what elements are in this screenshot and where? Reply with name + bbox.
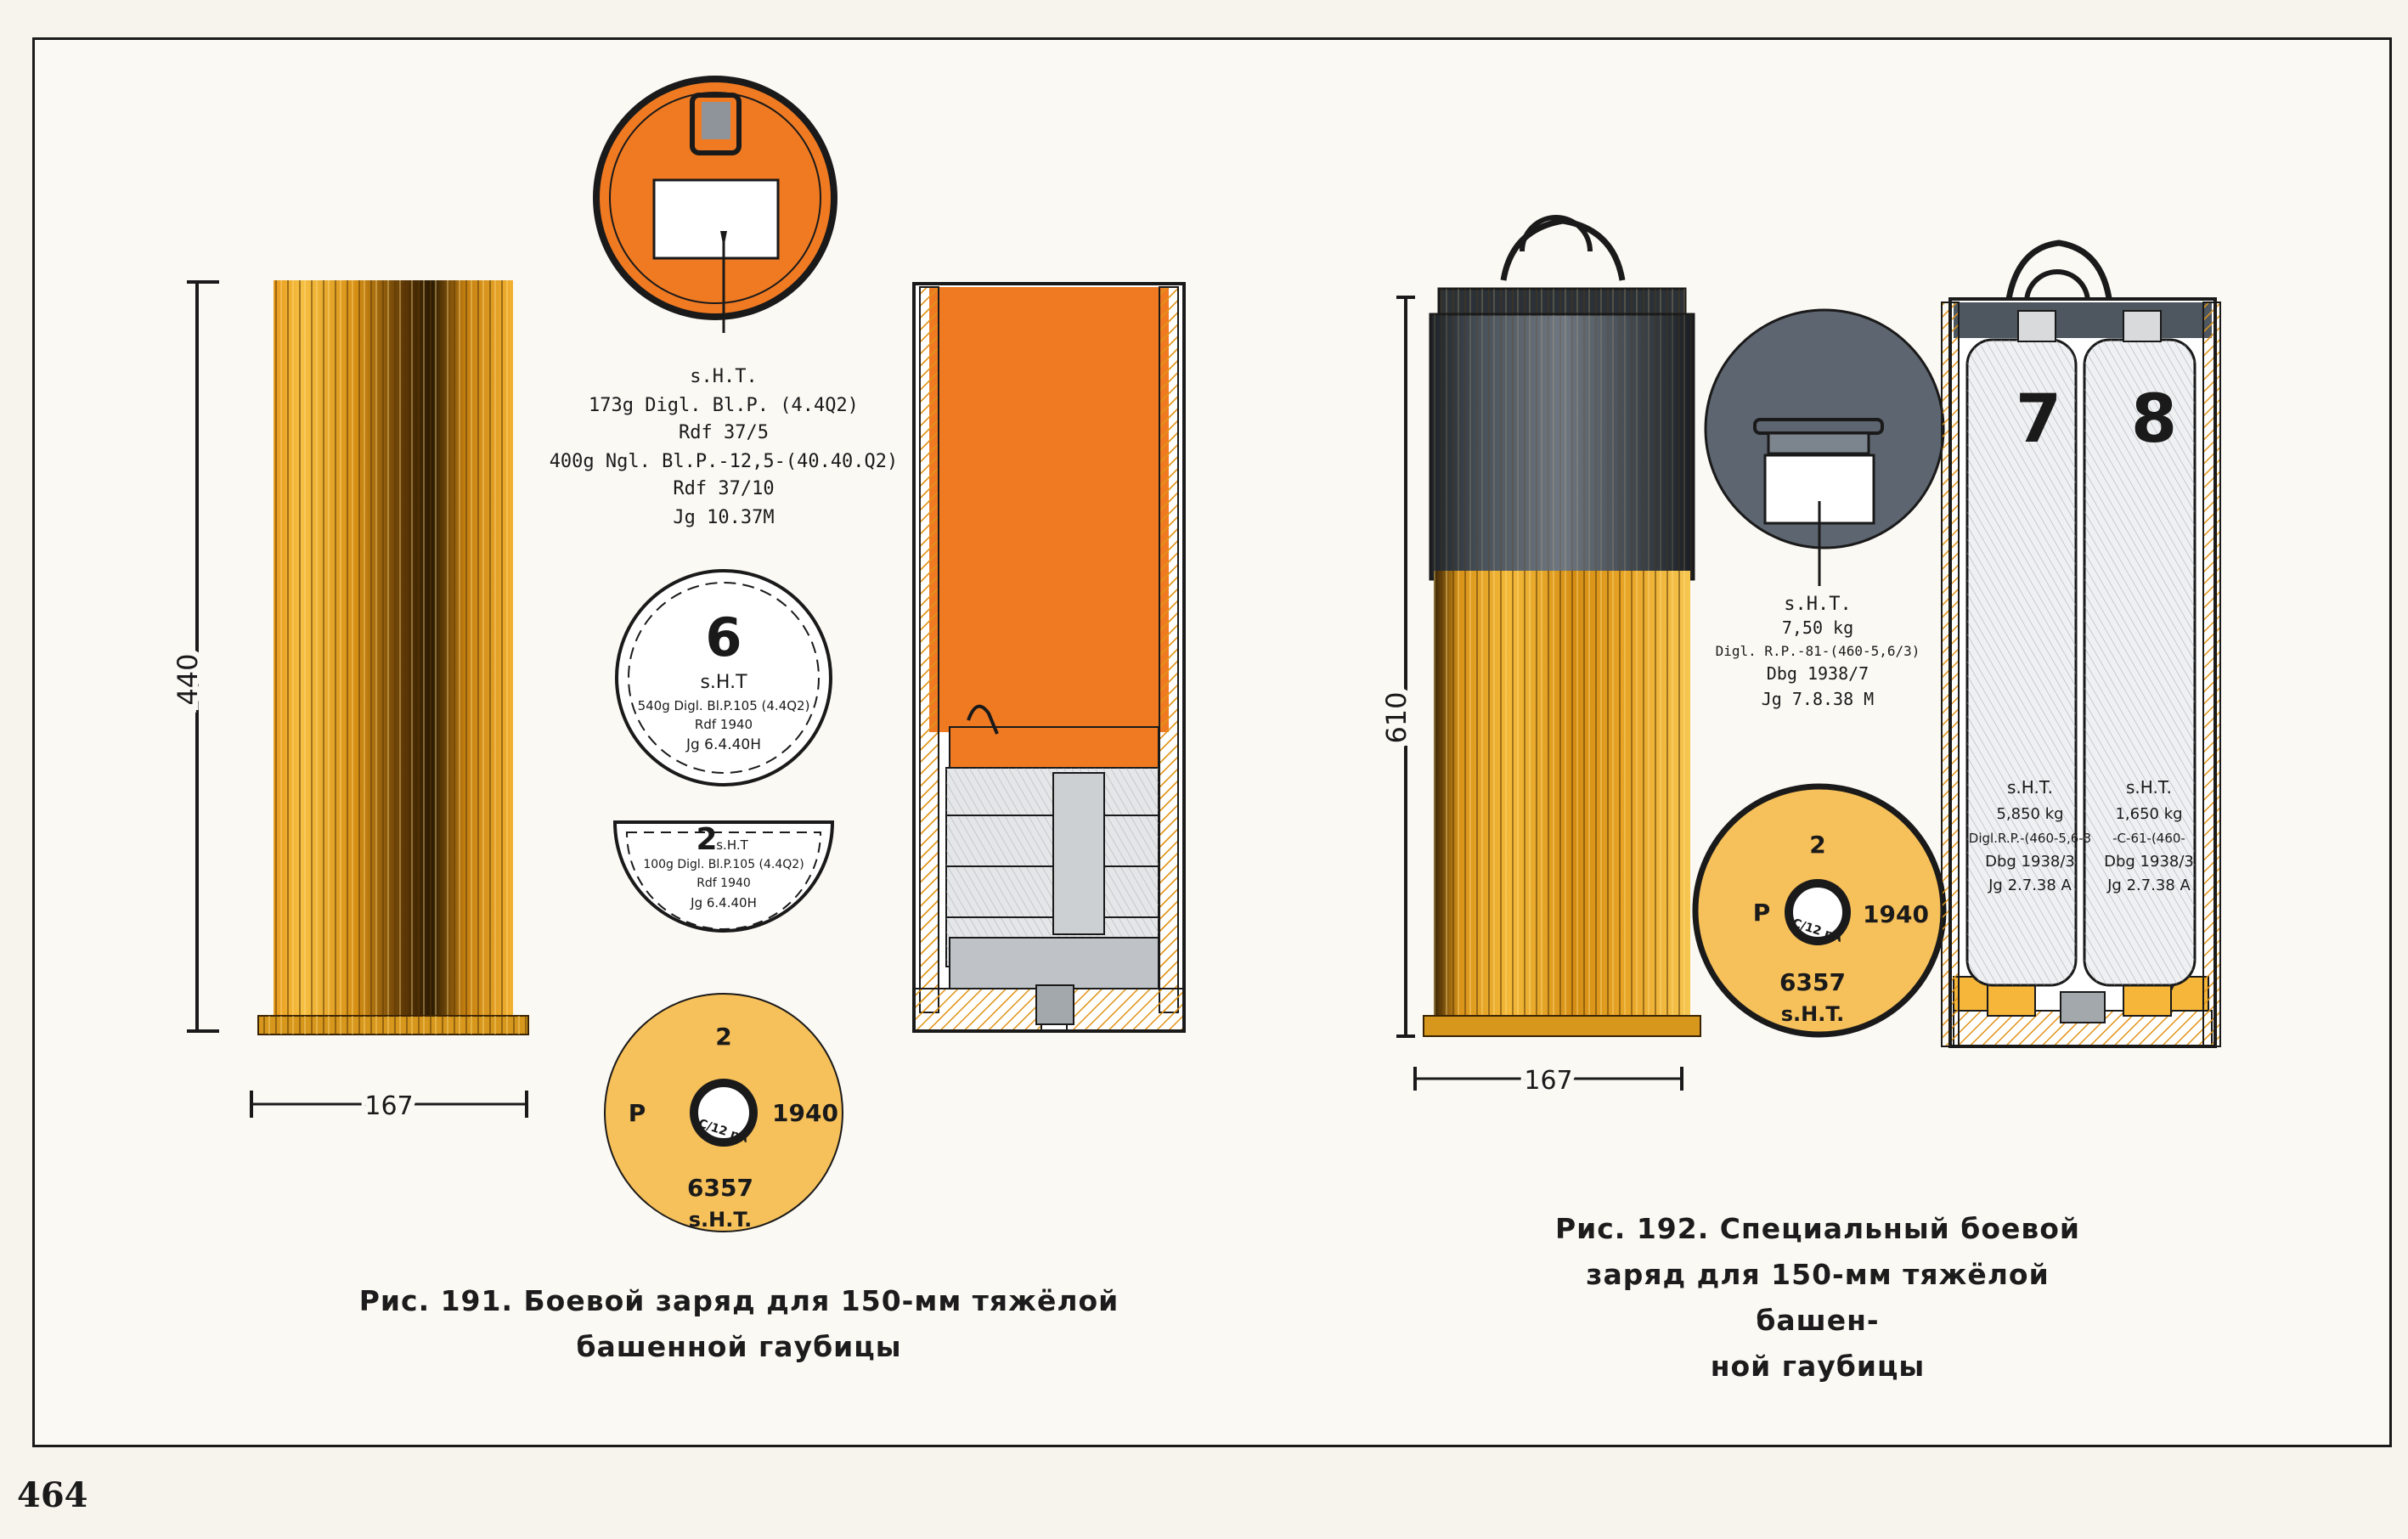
fig191-base-code: s.H.T. <box>689 1208 752 1232</box>
fig191-base-left: P <box>629 1099 646 1127</box>
fig191-halfdisc-line1: s.H.T <box>716 837 748 853</box>
fig191-caption: Рис. 191. Боевой заряд для 150-мм тяжёло… <box>357 1278 1121 1370</box>
fig191-label-line6: Jg 10.37M <box>673 507 774 528</box>
fig191-base-number: 6357 <box>687 1174 753 1202</box>
fig192-bag7-line4: Dbg 1938/3 <box>1985 853 2075 871</box>
fig191-disc6-line1: s.H.T <box>700 672 747 693</box>
fig191-disc6-number: 6 <box>705 606 742 668</box>
fig192-bag7-line5: Jg 2.7.38 A <box>1988 877 2072 894</box>
fig192-gray-lid <box>1704 308 1945 586</box>
fig191-height-dimension <box>187 280 219 1033</box>
fig191-label-line1: s.H.T. <box>690 366 757 387</box>
fig192-caption-line3: ной гаубицы <box>1710 1350 1926 1383</box>
fig192-lid-line5: Jg 7.8.38 M <box>1762 689 1874 709</box>
fig192-base-right: 1940 <box>1863 900 1929 928</box>
fig191-halfdisc-line2: 100g Digl. Bl.P.105 (4.4Q2) <box>643 858 804 871</box>
fig192-bag8-line5: Jg 2.7.38 A <box>2106 877 2191 894</box>
fig192-base-number: 6357 <box>1779 968 1846 996</box>
fig191-brass-case <box>257 280 529 1035</box>
fig191-halfdisc-line3: Rdf 1940 <box>696 877 751 890</box>
fig191-width-dimension <box>250 1091 528 1118</box>
fig192-caption-line1: Рис. 192. Специальный боевой <box>1554 1212 2081 1245</box>
fig191-base-disc <box>604 993 843 1232</box>
fig191-halfdisc-number: 2 <box>696 822 717 857</box>
fig191-width-label: 167 <box>364 1091 413 1121</box>
fig191-label-line5: Rdf 37/10 <box>673 478 774 499</box>
fig192-bag7-number: 7 <box>2016 381 2061 458</box>
fig192-bag8-line3: -C-61-(460- <box>2112 831 2185 846</box>
fig191-disc6-line4: Jg 6.4.40H <box>685 736 761 753</box>
fig191-half-disc <box>612 820 835 933</box>
fig192-lid-line2: 7,50 kg <box>1782 617 1853 638</box>
fig191-cutaway <box>912 282 1186 1033</box>
fig192-base-code: s.H.T. <box>1781 1002 1844 1026</box>
fig192-width-label: 167 <box>1524 1066 1572 1096</box>
fig191-halfdisc-line4: Jg 6.4.40H <box>690 895 757 910</box>
fig191-label-line2: 173g Digl. Bl.P. (4.4Q2) <box>589 395 859 416</box>
fig191-orange-lid <box>593 76 837 333</box>
fig191-disc-6 <box>615 569 832 786</box>
fig192-caption: Рис. 192. Специальный боевой заряд для 1… <box>1546 1206 2089 1390</box>
fig191-height-label: 440 <box>172 653 204 705</box>
fig191-disc6-line3: Rdf 1940 <box>695 717 753 732</box>
fig192-bag7-line1: s.H.T. <box>2007 777 2053 798</box>
fig191-base-right: 1940 <box>772 1099 838 1127</box>
fig192-width-dimension <box>1413 1067 1683 1091</box>
fig191-caption-line2: башенной гаубицы <box>576 1330 902 1363</box>
fig192-bag8-number: 8 <box>2131 381 2177 458</box>
fig191-disc6-line2: 540g Digl. Bl.P.105 (4.4Q2) <box>638 698 810 713</box>
fig191-base-top: 2 <box>715 1023 731 1051</box>
fig192-bag8-line4: Dbg 1938/3 <box>2104 853 2194 871</box>
fig191-lid-label: s.H.T. 173g Digl. Bl.P. (4.4Q2) Rdf 37/5… <box>550 366 899 528</box>
fig191-label-line3: Rdf 37/5 <box>679 422 769 443</box>
fig192-height-dimension <box>1396 296 1415 1038</box>
page-number: 464 <box>17 1475 88 1515</box>
fig191-label-line4: 400g Ngl. Bl.P.-12,5-(40.40.Q2) <box>550 451 899 472</box>
fig192-base-left: P <box>1753 899 1771 927</box>
fig192-bag7-line3: Digl.R.P.-(460-5,6-3 <box>1969 831 2091 846</box>
fig192-bag7-line2: 5,850 kg <box>1996 805 2063 823</box>
fig192-lid-line4: Dbg 1938/7 <box>1767 663 1869 684</box>
fig192-base-top: 2 <box>1809 831 1825 859</box>
fig192-case <box>1423 215 1701 1037</box>
fig192-lid-line1: s.H.T. <box>1784 594 1851 615</box>
fig192-lid-line3: Digl. R.P.-81-(460-5,6/3) <box>1716 643 1920 659</box>
fig192-bag8-line1: s.H.T. <box>2126 777 2172 798</box>
fig192-bag8-line2: 1,650 kg <box>2115 805 2182 823</box>
fig192-caption-line2: заряд для 150-мм тяжёлой башен- <box>1586 1258 2050 1337</box>
fig191-caption-line1: Рис. 191. Боевой заряд для 150-мм тяжёло… <box>358 1284 1119 1317</box>
fig192-cutaway <box>1941 240 2221 1048</box>
fig192-height-label: 610 <box>1380 691 1413 743</box>
